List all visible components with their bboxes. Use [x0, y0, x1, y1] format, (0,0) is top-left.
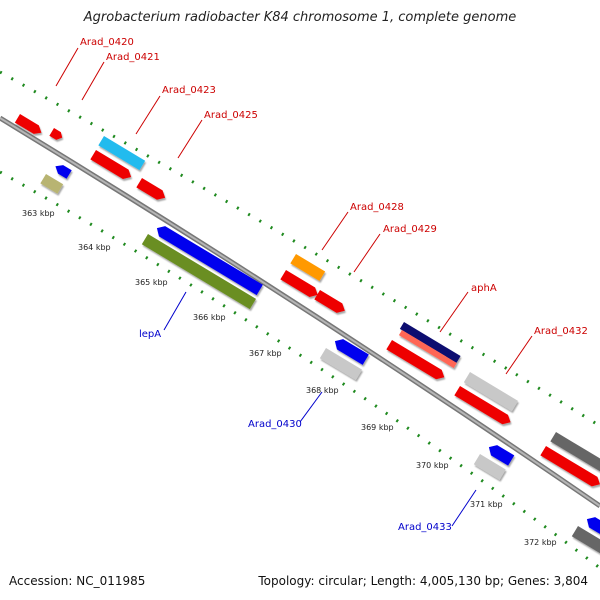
gene-gray-a[interactable] [550, 432, 600, 473]
leader-lines [55, 47, 533, 527]
gene-blue-b[interactable] [332, 336, 369, 365]
gene-red-e[interactable] [540, 446, 600, 489]
gene-arad-0420[interactable] [14, 114, 44, 137]
tick-label: 369 kbp [361, 423, 394, 432]
accession-text: Accession: NC_011985 [9, 574, 146, 588]
tick-label: 366 kbp [193, 313, 226, 322]
tick-label: 368 kbp [306, 386, 339, 395]
tick-label: 367 kbp [249, 349, 282, 358]
gene-arad-0425[interactable] [136, 178, 167, 203]
gene-red-a[interactable] [90, 150, 133, 182]
gene-salmon[interactable] [398, 330, 457, 369]
gene-arad-0429[interactable] [280, 270, 320, 300]
gene-red-d[interactable] [454, 386, 513, 427]
tick-label: 370 kbp [416, 461, 449, 470]
gene-apha[interactable] [399, 322, 461, 363]
genome-summary-text: Topology: circular; Length: 4,005,130 bp… [258, 574, 588, 588]
label-arad-0420[interactable]: Arad_0420 [80, 37, 134, 48]
gene-gray-b[interactable] [571, 526, 600, 557]
genome-backbone-highlight [0, 117, 600, 507]
genome-backbone [0, 115, 600, 509]
gene-arad-0430[interactable] [319, 348, 363, 380]
gene-arad-0432[interactable] [463, 372, 519, 412]
tick-label: 365 kbp [135, 278, 168, 287]
tick-label: 371 kbp [470, 500, 503, 509]
gene-arad-0433[interactable] [473, 454, 506, 480]
tick-label: 364 kbp [78, 243, 111, 252]
gene-red-c[interactable] [386, 340, 447, 382]
gene-blue-small-a[interactable] [53, 162, 72, 179]
label-arad-0433[interactable]: Arad_0433 [398, 522, 452, 533]
gene-blue-c[interactable] [486, 442, 515, 466]
gene-arad-0421[interactable] [49, 128, 64, 142]
label-apha[interactable]: aphA [471, 283, 497, 294]
label-arad-0429[interactable]: Arad_0429 [383, 224, 437, 235]
gene-lepa[interactable] [141, 234, 257, 310]
tick-label: 372 kbp [524, 538, 557, 547]
label-arad-0432[interactable]: Arad_0432 [534, 326, 588, 337]
label-arad-0423[interactable]: Arad_0423 [162, 85, 216, 96]
label-arad-0428[interactable]: Arad_0428 [350, 202, 404, 213]
gene-khaki[interactable] [40, 174, 64, 194]
gene-arad-0428[interactable] [290, 254, 326, 281]
label-arad-0425[interactable]: Arad_0425 [204, 110, 258, 121]
label-lepa[interactable]: lepA [139, 329, 161, 340]
map-title: Agrobacterium radiobacter K84 chromosome… [83, 10, 517, 25]
gene-blue-long[interactable] [154, 223, 263, 296]
label-arad-0421[interactable]: Arad_0421 [106, 52, 160, 63]
gene-arad-0423[interactable] [98, 136, 146, 171]
label-arad-0430[interactable]: Arad_0430 [248, 419, 302, 430]
tick-label: 363 kbp [22, 209, 55, 218]
inner-dotted-track [0, 170, 600, 570]
gene-red-b[interactable] [314, 290, 347, 316]
